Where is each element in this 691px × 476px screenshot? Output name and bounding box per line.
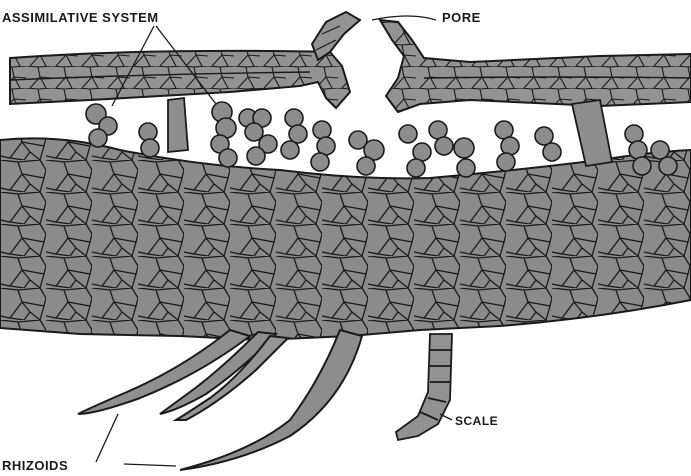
rhizoids-label: RHIZOIDS bbox=[2, 458, 68, 473]
upper-epidermis-right bbox=[380, 20, 691, 112]
scale-structure bbox=[396, 334, 452, 440]
pore-label: PORE bbox=[442, 10, 481, 25]
rhizoids bbox=[78, 330, 362, 470]
lower-tissue bbox=[0, 138, 691, 340]
pore-left-lip bbox=[312, 12, 360, 60]
scale-label: SCALE bbox=[455, 414, 498, 428]
assimilative-system-label: ASSIMILATIVE SYSTEM bbox=[2, 10, 159, 25]
